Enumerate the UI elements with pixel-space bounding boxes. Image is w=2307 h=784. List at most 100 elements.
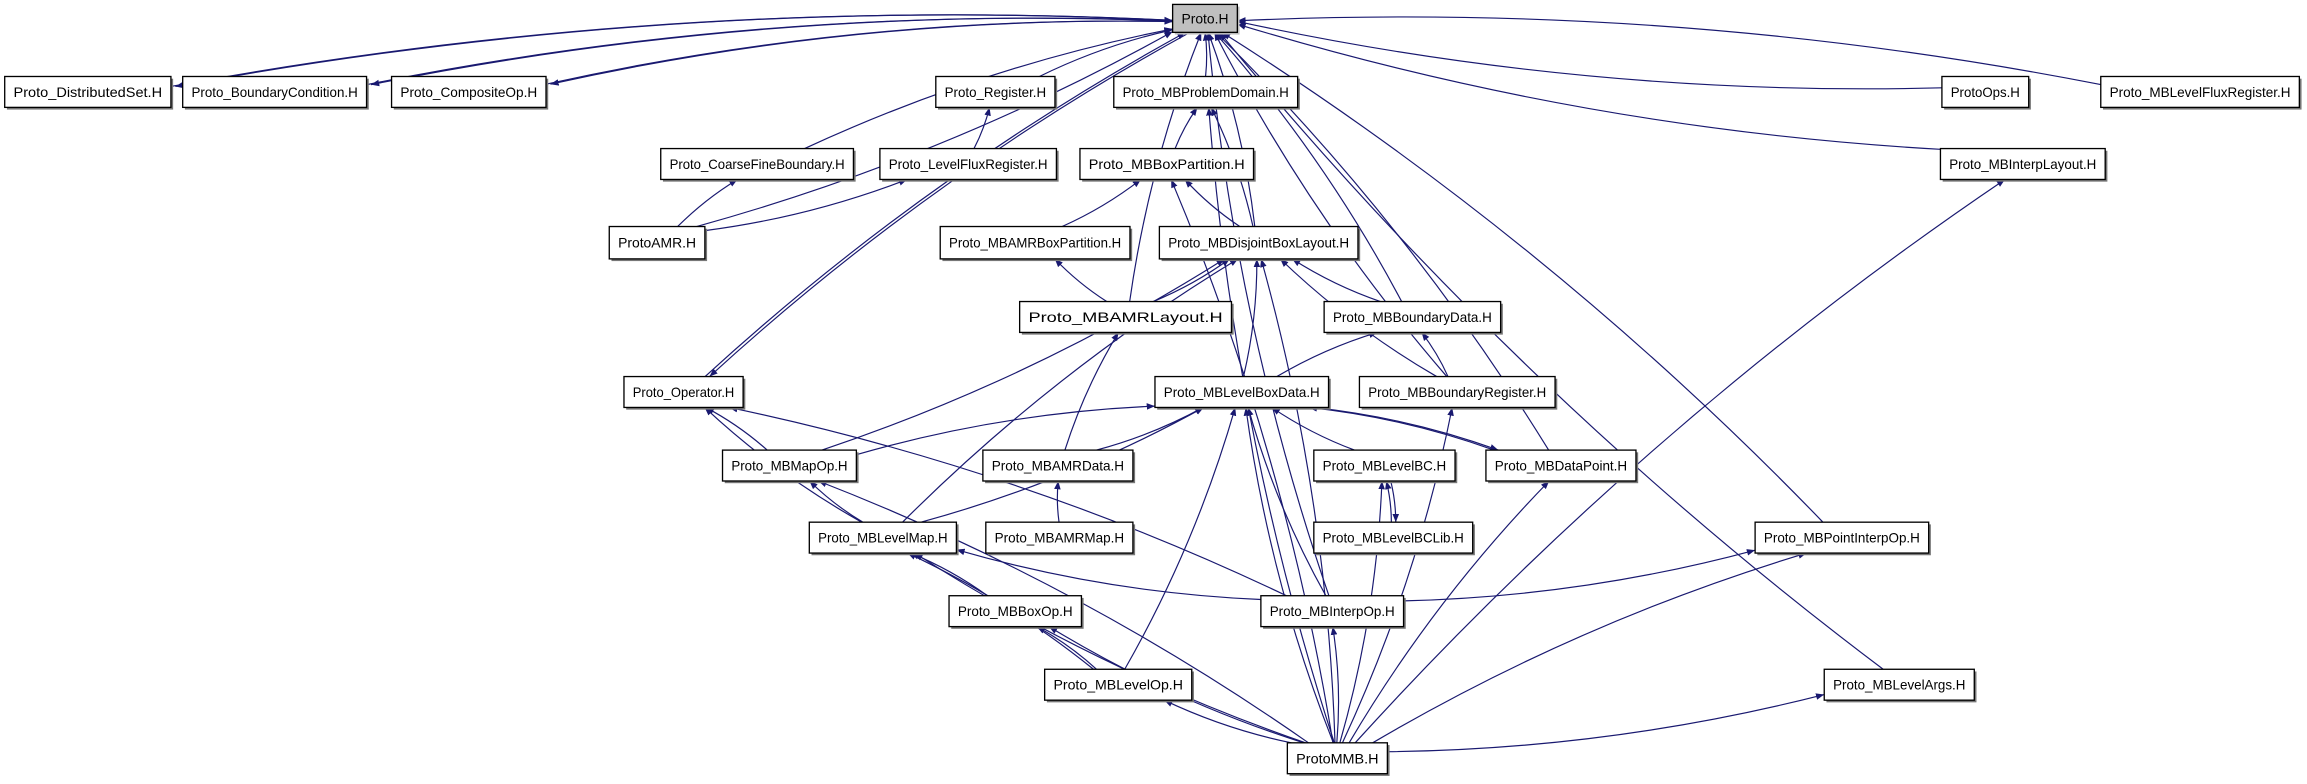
node-register[interactable]: Proto_Register.H (935, 75, 1058, 110)
node-mbboxop[interactable]: Proto_MBBoxOp.H (948, 595, 1084, 629)
edge-mbinterplayout-to-proto (1237, 23, 1941, 150)
node-label: Proto_MBAMRBoxPartition.H (949, 235, 1121, 251)
node-box (948, 595, 1083, 628)
node-label: Proto_MBBoxPartition.H (1089, 156, 1245, 172)
node-box (1323, 300, 1502, 334)
edge-mbamrmap-to-mbamrdata (1054, 480, 1061, 523)
edge-distset-to-proto (170, 14, 1173, 88)
node-box (1939, 147, 2106, 181)
edge-mbmapop-to-mbdbl (821, 258, 1225, 451)
node-mblfr[interactable]: Proto_MBLevelFluxRegister.H (2100, 75, 2302, 110)
node-label: Proto_MBProblemDomain.H (1123, 84, 1289, 100)
node-mbdatapoint[interactable]: Proto_MBDataPoint.H (1485, 449, 1639, 484)
edge-mbdbl-to-mbbp (1184, 179, 1241, 228)
node-box (660, 147, 855, 181)
node-protoamr[interactable]: ProtoAMR.H (608, 225, 708, 262)
node-bc[interactable]: Proto_BoundaryCondition.H (182, 75, 369, 110)
node-mbinterpop[interactable]: Proto_MBInterpOp.H (1260, 595, 1406, 629)
node-mbbp[interactable]: Proto_MBBoxPartition.H (1079, 147, 1256, 182)
edge-mbamrdata-to-mbamrlayout (1064, 332, 1120, 451)
node-box (1941, 75, 2030, 109)
edge-mblevelmap-to-mbdbl (902, 258, 1239, 523)
edge-mbinterpop-to-operator (729, 405, 1287, 597)
node-mblevelbclib[interactable]: Proto_MBLevelBCLib.H (1313, 521, 1475, 556)
node-proto[interactable]: Proto.H (1171, 3, 1240, 35)
node-operator[interactable]: Proto_Operator.H (623, 375, 746, 410)
node-lfr[interactable]: Proto_LevelFluxRegister.H (879, 147, 1059, 182)
edge-mblevelbclib-to-mblevelbc (1385, 480, 1392, 523)
node-mblevelargs[interactable]: Proto_MBLevelArgs.H (1823, 668, 1977, 703)
node-box (1754, 521, 1930, 554)
node-mbdbl[interactable]: Proto_MBDisjointBoxLayout.H (1158, 225, 1361, 262)
node-label: Proto_MBLevelFluxRegister.H (2110, 84, 2291, 100)
node-mbamrlayout[interactable]: Proto_MBAMRLayout.H (1018, 300, 1234, 335)
node-mbbr[interactable]: Proto_MBBoundaryRegister.H (1358, 375, 1558, 410)
node-mblevelbc[interactable]: Proto_MBLevelBC.H (1313, 449, 1458, 484)
node-label: Proto_CompositeOp.H (400, 84, 537, 100)
node-box (935, 75, 1056, 109)
node-label: Proto_MBInterpOp.H (1270, 603, 1395, 619)
node-box (4, 75, 172, 109)
node-mbinterplayout[interactable]: Proto_MBInterpLayout.H (1939, 147, 2108, 182)
node-box (1313, 521, 1474, 554)
node-cfb[interactable]: Proto_CoarseFineBoundary.H (660, 147, 856, 182)
node-mblevelop[interactable]: Proto_MBLevelOp.H (1043, 668, 1194, 703)
node-label: Proto_MBLevelOp.H (1053, 677, 1182, 693)
edge-mblevelop-to-mblbd (1124, 407, 1237, 670)
node-mblbd[interactable]: Proto_MBLevelBoxData.H (1154, 375, 1331, 410)
node-box (1158, 225, 1359, 260)
node-mblevelmap[interactable]: Proto_MBLevelMap.H (808, 521, 959, 556)
edge-proto-to-compop (550, 20, 1178, 86)
node-label: Proto_MBDisjointBoxLayout.H (1168, 235, 1349, 251)
edge-protommb-to-mbprob (1206, 107, 1335, 743)
edge-operator-to-proto (704, 31, 1186, 377)
edge-mblevelop-to-mbboxop (1036, 626, 1097, 670)
edge-bc-to-proto (366, 17, 1173, 86)
edge-mbbr-to-mbbd (1421, 332, 1449, 377)
edge-protommb-to-mbpointinterp (1372, 552, 1807, 744)
edge-mbinterpop-to-mblevelmap (956, 548, 1261, 601)
edges-layer (170, 14, 2101, 753)
edge-protommb-to-mblevelmap (914, 552, 1306, 744)
node-box (879, 147, 1058, 181)
edge-mbbd-to-mbdbl (1291, 258, 1381, 303)
node-protoops[interactable]: ProtoOps.H (1941, 75, 2031, 110)
node-distset[interactable]: Proto_DistributedSet.H (4, 75, 174, 110)
node-box (182, 75, 368, 109)
node-compop[interactable]: Proto_CompositeOp.H (390, 75, 549, 110)
node-mbamrmap[interactable]: Proto_MBAMRMap.H (985, 521, 1136, 556)
edge-mbpointinterp-to-proto (1221, 31, 1824, 523)
node-label: Proto_MBBoxOp.H (958, 603, 1073, 619)
node-mbamrdata[interactable]: Proto_MBAMRData.H (982, 449, 1136, 484)
node-box (1823, 668, 1975, 701)
node-box (985, 521, 1134, 554)
node-label: Proto_MBMapOp.H (731, 458, 847, 474)
node-mbmapop[interactable]: Proto_MBMapOp.H (721, 449, 859, 484)
node-mbbd[interactable]: Proto_MBBoundaryData.H (1323, 300, 1503, 335)
node-label: Proto_MBAMRData.H (992, 458, 1124, 474)
node-protommb[interactable]: ProtoMMB.H (1286, 742, 1390, 776)
edge-mbinterpop-to-mblbd (1247, 407, 1327, 597)
edge-protoamr-to-proto (696, 31, 1173, 228)
node-label: Proto_MBLevelBoxData.H (1164, 384, 1320, 400)
edge-proto-to-distset (175, 14, 1178, 89)
node-box (1260, 595, 1405, 628)
node-label: ProtoAMR.H (618, 235, 696, 251)
node-mbpointinterp[interactable]: Proto_MBPointInterpOp.H (1754, 521, 1931, 556)
edge-mbamrlayout-to-mbamrbp (1054, 258, 1108, 303)
node-label: ProtoOps.H (1951, 84, 2020, 100)
edge-mbbp-to-mbprob (1174, 107, 1198, 149)
node-box (982, 449, 1134, 482)
node-box (721, 449, 858, 482)
node-mbprob[interactable]: Proto_MBProblemDomain.H (1113, 75, 1300, 110)
edge-proto-to-operator (709, 31, 1191, 377)
edge-protommb-to-mbdatapoint (1348, 480, 1550, 744)
node-mbamrbp[interactable]: Proto_MBAMRBoxPartition.H (939, 225, 1133, 262)
node-label: Proto_MBBoundaryData.H (1333, 309, 1492, 325)
edge-mblevelbc-to-mblbd (1271, 406, 1355, 451)
edge-mbamrdata-to-mblbd (1096, 406, 1204, 451)
node-box (1313, 449, 1456, 482)
node-box (1079, 147, 1255, 181)
node-label: Proto_Register.H (945, 84, 1046, 100)
node-label: Proto_MBAMRLayout.H (1028, 309, 1222, 325)
